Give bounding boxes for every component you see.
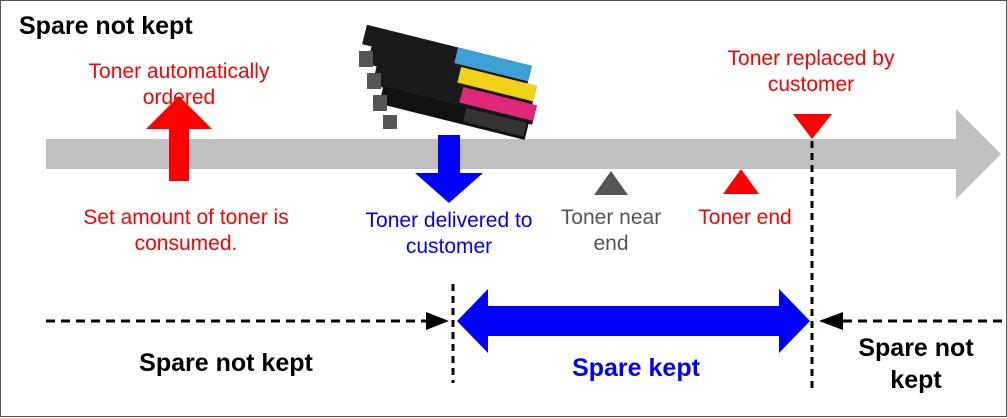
toner-end-marker (723, 169, 759, 194)
after-period-arrow (819, 312, 1005, 330)
toner-cartridges-image (359, 24, 537, 140)
delivered-label: Toner delivered to customer (365, 209, 533, 258)
period-after-label: Spare not kept (858, 334, 974, 394)
delivered-down-arrow (415, 135, 483, 203)
near-end-label: Toner near end (560, 206, 662, 255)
consumed-label: Set amount of toner is consumed. (83, 206, 289, 255)
spare-kept-arrow (457, 289, 810, 353)
replaced-marker (793, 114, 832, 139)
order-up-arrow (146, 96, 212, 181)
period-before-label: Spare not kept (139, 349, 313, 377)
near-end-marker (594, 171, 628, 195)
auto-order-label: Toner automatically ordered (88, 60, 270, 109)
diagram-title: Spare not kept (19, 12, 193, 40)
replaced-label: Toner replaced by customer (727, 47, 895, 96)
period-during-label: Spare kept (572, 354, 700, 382)
before-period-arrow (46, 312, 449, 330)
timeline-arrow (46, 109, 1001, 199)
toner-end-label: Toner end (698, 206, 792, 229)
